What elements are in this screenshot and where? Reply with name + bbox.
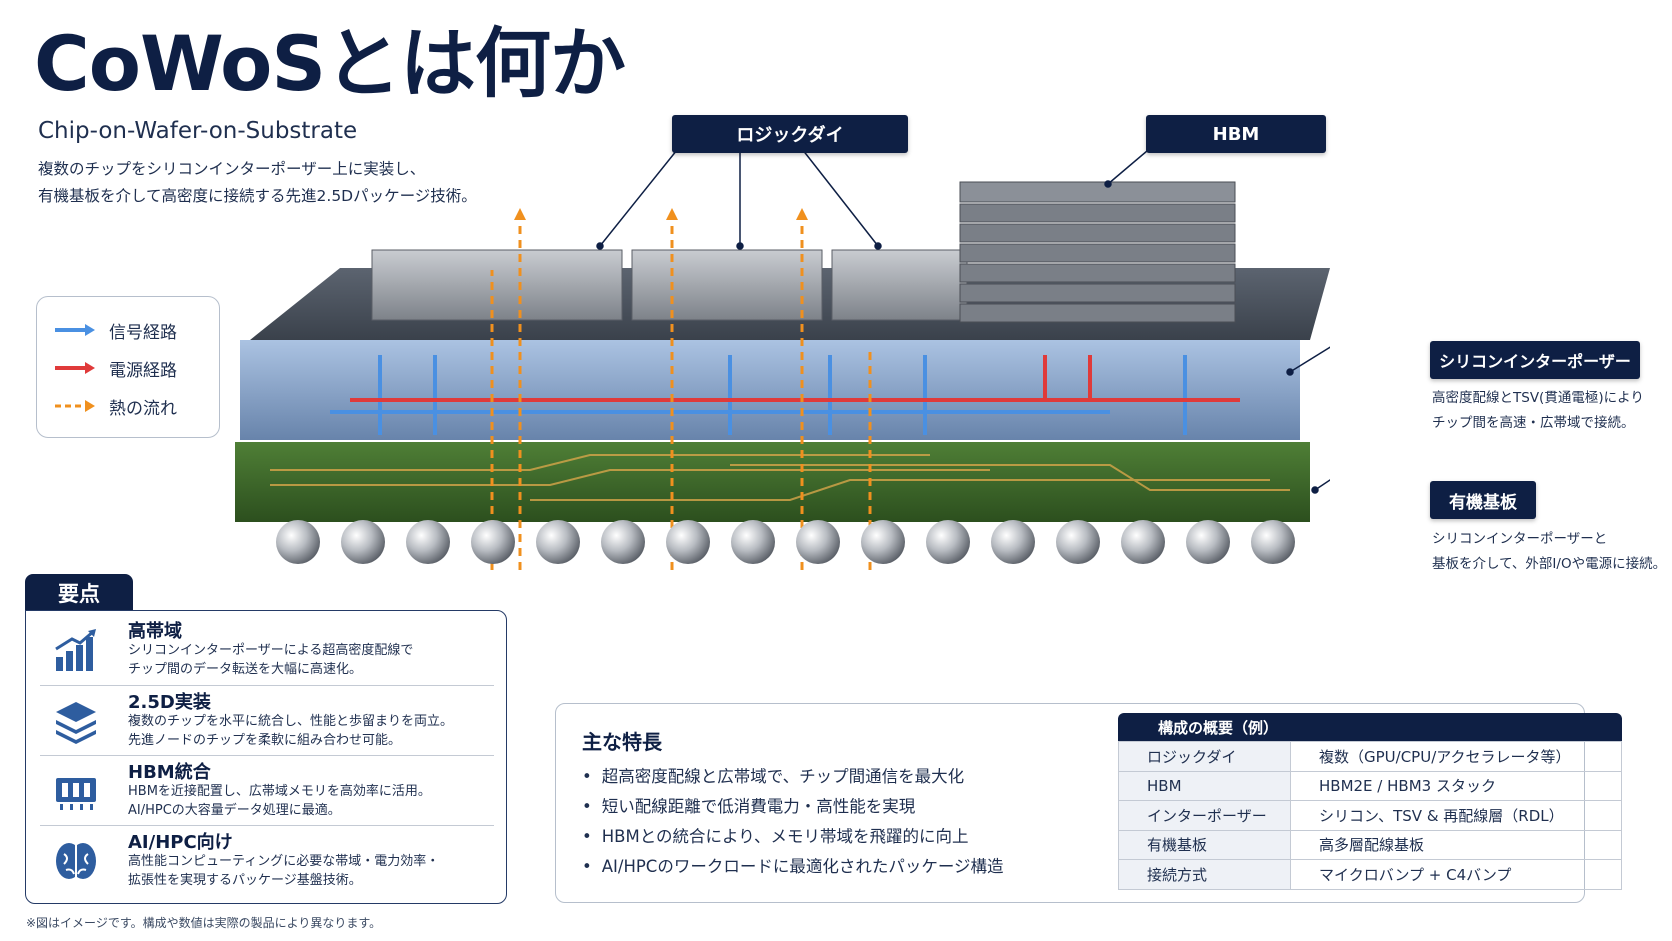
interposer-callout: シリコンインターポーザー	[1430, 341, 1640, 379]
substrate-callout: 有機基板	[1430, 481, 1536, 519]
legend-item-heat: 熱の流れ	[53, 387, 203, 425]
spec-key: 有機基板	[1118, 830, 1291, 860]
point-line: 複数のチップを水平に統合し、性能と歩留まりを両立。	[128, 714, 454, 729]
point-line: HBMを近接配置し、広帯域メモリを高効率に活用。	[128, 784, 431, 799]
brain-icon	[56, 843, 96, 879]
point-line: チップ間のデータ転送を大幅に高速化。	[128, 662, 363, 677]
legend: 信号経路 電源経路 熱の流れ	[36, 296, 220, 438]
footnote: ※図はイメージです。構成や数値は実際の製品により異なります。	[26, 916, 382, 930]
interposer-description-line: 高密度配線とTSV(貫通電極)により	[1432, 390, 1644, 406]
features-title: 主な特長	[582, 730, 662, 754]
feature-item: AI/HPCのワークロードに最適化されたパッケージ構造	[582, 852, 1004, 882]
substrate-description: シリコンインターポーザーと 基板を介して、外部I/Oや電源に接続。	[1432, 527, 1666, 577]
spec-title: 構成の概要（例）	[1118, 713, 1622, 741]
feature-item: 短い配線距離で低消費電力・高性能を実現	[582, 792, 1004, 822]
signal-arrow-icon	[55, 324, 95, 336]
point-title: 2.5D実装	[128, 692, 211, 713]
spec-key: インターポーザー	[1118, 800, 1291, 831]
logic-die-group	[371, 249, 968, 321]
point-title: AI/HPC向け	[128, 832, 233, 853]
point-line: 高性能コンピューティングに必要な帯域・電力効率・	[128, 854, 440, 869]
point-description: 高性能コンピューティングに必要な帯域・電力効率・ 拡張性を実現するパッケージ基盤…	[128, 852, 439, 890]
bar-chart-icon	[55, 629, 96, 671]
point-description: HBMを近接配置し、広帯域メモリを高効率に活用。 AI/HPCの大容量データ処理…	[128, 782, 431, 820]
point-line: 先進ノードのチップを柔軟に組み合わせ可能。	[128, 733, 402, 748]
power-arrow-icon	[55, 362, 95, 374]
point-title: 高帯域	[128, 621, 182, 642]
spec-value: 複数（GPU/CPU/アクセラレータ等）	[1290, 741, 1622, 772]
spec-key: ロジックダイ	[1118, 741, 1291, 772]
table-row: インターポーザーシリコン、TSV & 再配線層（RDL）	[1118, 800, 1622, 831]
logic-die-callout: ロジックダイ	[672, 115, 908, 153]
legend-item-signal: 信号経路	[53, 311, 203, 349]
legend-label: 信号経路	[109, 322, 177, 343]
point-item: 高帯域 シリコンインターポーザーによる超高密度配線で チップ間のデータ転送を大幅…	[40, 615, 494, 685]
point-line: 拡張性を実現するパッケージ基盤技術。	[128, 873, 362, 888]
description-line: 有機基板を介して高密度に接続する先進2.5Dパッケージ技術。	[38, 187, 477, 205]
interposer-description: 高密度配線とTSV(貫通電極)により チップ間を高速・広帯域で接続。	[1432, 386, 1644, 436]
point-description: シリコンインターポーザーによる超高密度配線で チップ間のデータ転送を大幅に高速化…	[128, 641, 413, 679]
legend-label: 熱の流れ	[109, 398, 177, 419]
features-list: 超高密度配線と広帯域で、チップ間通信を最大化 短い配線距離で低消費電力・高性能を…	[582, 762, 1004, 882]
substrate-description-line: シリコンインターポーザーと	[1432, 531, 1608, 547]
interposer-description-line: チップ間を高速・広帯域で接続。	[1432, 415, 1635, 431]
table-row: 有機基板高多層配線基板	[1118, 830, 1622, 860]
points-tab: 要点	[25, 574, 133, 612]
page-description: 複数のチップをシリコンインターポーザー上に実装し、 有機基板を介して高密度に接続…	[38, 156, 477, 210]
c4-bumps	[276, 520, 1295, 564]
table-row: 接続方式マイクロバンプ + C4バンプ	[1118, 859, 1622, 890]
spec-key: 接続方式	[1118, 859, 1291, 890]
point-line: AI/HPCの大容量データ処理に最適。	[128, 803, 341, 818]
description-line: 複数のチップをシリコンインターポーザー上に実装し、	[38, 160, 426, 178]
hbm-callout: HBM	[1146, 115, 1326, 153]
table-row: ロジックダイ複数（GPU/CPU/アクセラレータ等）	[1118, 741, 1622, 772]
cowos-package-diagram	[235, 139, 1330, 570]
spec-key: HBM	[1118, 771, 1291, 801]
point-description: 複数のチップを水平に統合し、性能と歩留まりを両立。 先進ノードのチップを柔軟に組…	[128, 712, 453, 750]
point-item: 2.5D実装 複数のチップを水平に統合し、性能と歩留まりを両立。 先進ノードのチ…	[40, 685, 494, 755]
spec-value: 高多層配線基板	[1290, 830, 1622, 860]
spec-value: HBM2E / HBM3 スタック	[1290, 771, 1622, 801]
point-line: シリコンインターポーザーによる超高密度配線で	[128, 643, 414, 658]
points-panel: 高帯域 シリコンインターポーザーによる超高密度配線で チップ間のデータ転送を大幅…	[25, 610, 507, 904]
feature-item: HBMとの統合により、メモリ帯域を飛躍的に向上	[582, 822, 1004, 852]
spec-value: マイクロバンプ + C4バンプ	[1290, 859, 1622, 890]
substrate-description-line: 基板を介して、外部I/Oや電源に接続。	[1432, 556, 1667, 572]
feature-item: 超高密度配線と広帯域で、チップ間通信を最大化	[582, 762, 1004, 792]
legend-label: 電源経路	[109, 360, 177, 381]
layers-icon	[56, 702, 96, 744]
point-title: HBM統合	[128, 762, 211, 783]
page-subtitle: Chip-on-Wafer-on-Substrate	[38, 118, 358, 144]
hbm-stack	[959, 181, 1236, 323]
page-title: CoWoSとは何か	[34, 19, 626, 108]
point-item: AI/HPC向け 高性能コンピューティングに必要な帯域・電力効率・ 拡張性を実現…	[40, 825, 494, 895]
interposer-body	[240, 340, 1300, 440]
heat-arrow-icon	[55, 400, 95, 412]
memory-icon	[56, 778, 96, 810]
legend-item-power: 電源経路	[53, 349, 203, 387]
point-item: HBM統合 HBMを近接配置し、広帯域メモリを高効率に活用。 AI/HPCの大容…	[40, 755, 494, 825]
spec-value: シリコン、TSV & 再配線層（RDL）	[1290, 800, 1622, 831]
